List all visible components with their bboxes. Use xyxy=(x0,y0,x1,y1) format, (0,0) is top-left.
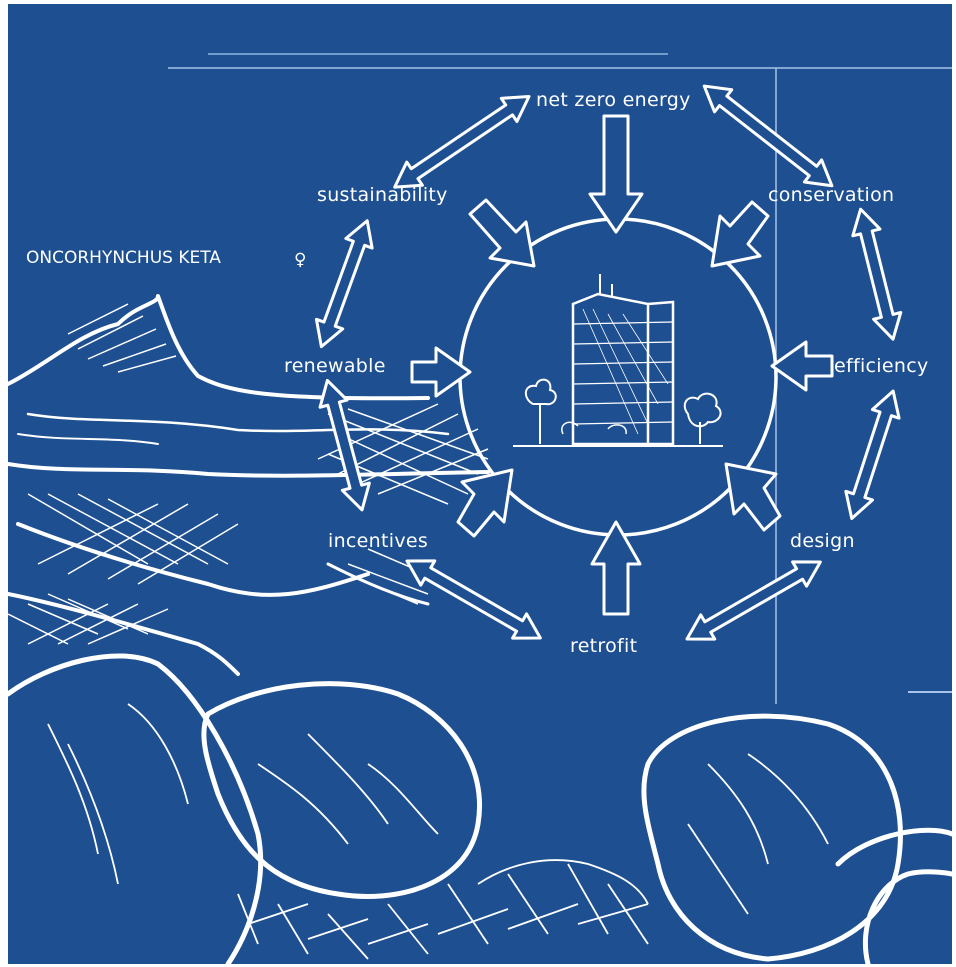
double-arrow-conservation-efficiency xyxy=(847,206,907,343)
arrow-netzero-to-center xyxy=(590,116,642,232)
arrow-efficiency-to-center xyxy=(772,342,832,390)
label-efficiency: efficiency xyxy=(834,355,929,377)
specimen-caption: ONCORHYNCHUS KETA ♀ xyxy=(26,248,306,270)
rock-details xyxy=(48,704,828,959)
label-conservation: conservation xyxy=(768,184,894,206)
species-name: ONCORHYNCHUS KETA xyxy=(26,248,221,268)
label-sustainability: sustainability xyxy=(317,184,448,206)
drafting-lines xyxy=(168,54,952,704)
building-sketch xyxy=(513,274,723,446)
label-retrofit: retrofit xyxy=(570,635,637,657)
double-arrow-netzero-conservation xyxy=(696,75,841,197)
label-design: design xyxy=(790,530,855,552)
blueprint-sketch: net zero energy sustainability conservat… xyxy=(8,4,952,964)
double-arrow-sustainability-renewable xyxy=(308,216,380,351)
female-symbol-icon: ♀ xyxy=(294,250,306,270)
double-arrow-netzero-sustainability xyxy=(387,85,537,199)
label-net-zero-energy: net zero energy xyxy=(536,89,691,111)
label-renewable: renewable xyxy=(284,355,386,377)
label-incentives: incentives xyxy=(328,530,428,552)
arrow-sustainability-to-center xyxy=(470,200,534,266)
rock-sketches xyxy=(8,656,952,964)
diagram-svg: net zero energy sustainability conservat… xyxy=(8,4,952,964)
arrow-design-to-center xyxy=(726,464,780,530)
double-arrow-efficiency-design xyxy=(838,387,906,523)
arrow-conservation-to-center xyxy=(712,202,768,266)
double-arrow-design-retrofit xyxy=(680,550,827,651)
double-arrow-incentives-retrofit xyxy=(400,549,547,650)
arrow-incentives-to-center xyxy=(458,470,512,536)
